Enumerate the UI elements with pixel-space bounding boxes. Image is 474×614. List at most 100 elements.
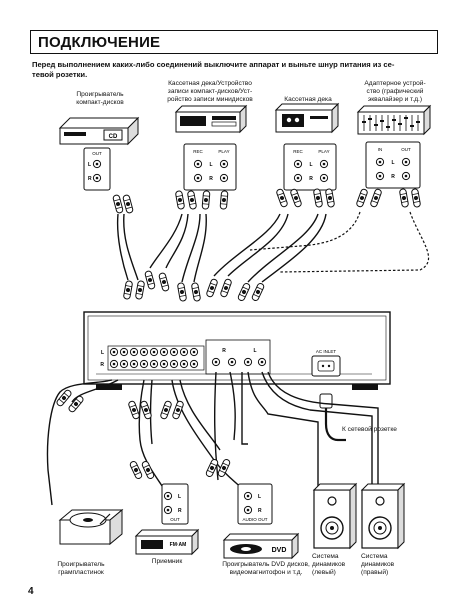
power-outlet-label: К сетевой розетке xyxy=(342,426,397,433)
cd-r-label: R xyxy=(88,176,92,182)
cassette-l-label: L xyxy=(309,162,312,168)
cassette-md-jack-panel xyxy=(183,143,237,191)
page-number: 4 xyxy=(28,586,34,597)
page-title: ПОДКЛЮЧЕНИЕ xyxy=(38,34,161,51)
receiver-jack-panel xyxy=(161,483,189,525)
cassette-rec-l-jack[interactable] xyxy=(293,159,303,169)
cd-out-label: OUT xyxy=(92,151,102,156)
md-play-r-jack[interactable] xyxy=(219,173,229,183)
ac-inlet-label: AC INLET xyxy=(316,349,337,354)
top-plugs xyxy=(112,187,422,215)
receiver-out-l-jack[interactable] xyxy=(163,491,173,501)
adapter-in-label: IN xyxy=(378,147,383,152)
adapter-label-line2: ство (графический xyxy=(366,88,424,95)
cd-out-l-jack[interactable] xyxy=(92,159,102,169)
cassette-play-r-jack[interactable] xyxy=(319,173,329,183)
cd-player-label-line2: компакт-дисков xyxy=(76,99,124,106)
adapter-jack-panel xyxy=(365,141,421,189)
speaker-right-label-line1: Система xyxy=(361,553,388,560)
page-heading-box: ПОДКЛЮЧЕНИЕ xyxy=(30,30,438,54)
terminal-r-label: R xyxy=(222,348,226,354)
md-l-label: L xyxy=(209,162,212,168)
speaker-left-icon xyxy=(312,482,358,550)
cassette-jack-panel xyxy=(283,143,337,191)
adapter-l-label: L xyxy=(391,160,394,166)
cassette-md-label-line1: Кассетная дека/Устройство xyxy=(168,80,252,87)
power-cord xyxy=(319,393,346,442)
dvd-label-line1: Проигрыватель DVD дисков, xyxy=(222,561,310,568)
turntable-label: Проигрыватель грампластинок xyxy=(48,561,114,577)
turntable-label-line1: Проигрыватель xyxy=(57,561,105,568)
adapter-in-l-jack[interactable] xyxy=(375,157,385,167)
cassette-r-label: R xyxy=(309,176,313,182)
amp-input-plugs xyxy=(122,269,266,303)
cassette-play-l-jack[interactable] xyxy=(319,159,329,169)
dvd-label-line2: видеомагнитофон и т.д. xyxy=(229,569,303,576)
adapter-label-line1: Адаптерное устрой- xyxy=(364,80,426,87)
cd-jack-panel xyxy=(83,147,111,191)
adapter-label-line3: эквалайзер и т.д.) xyxy=(367,96,423,103)
cd-player-icon xyxy=(58,116,140,146)
md-rec-l-jack[interactable] xyxy=(193,159,203,169)
bottom-plugs xyxy=(55,388,232,481)
receiver-r-label: R xyxy=(178,508,182,514)
adapter-in-r-jack[interactable] xyxy=(375,171,385,181)
adapter-label: Адаптерное устрой- ство (графический экв… xyxy=(354,80,436,104)
dvd-audio-out-label: AUDIO OUT xyxy=(242,517,267,522)
cd-badge: CD xyxy=(109,134,118,140)
dvd-jack-panel xyxy=(237,483,273,525)
speaker-right-label-line2: динамиков xyxy=(361,561,395,568)
cassette-rec-r-jack[interactable] xyxy=(293,173,303,183)
terminal-l-label: L xyxy=(253,348,256,354)
dvd-player-icon xyxy=(222,532,300,560)
speaker-right-label: Система динамиков (правый) xyxy=(361,553,411,577)
dvd-label: Проигрыватель DVD дисков, видеомагнитофо… xyxy=(218,561,314,577)
amp-l-label: L xyxy=(101,350,104,356)
receiver-out-label: OUT xyxy=(170,517,180,522)
adapter-out-r-jack[interactable] xyxy=(401,171,411,181)
cassette-md-label-line2: записи компакт-дисков/Уст- xyxy=(167,88,253,95)
amp-input-jacks xyxy=(107,345,205,371)
cd-out-r-jack[interactable] xyxy=(92,173,102,183)
md-rec-r-jack[interactable] xyxy=(193,173,203,183)
cassette-play-label: PLAY xyxy=(318,149,329,154)
md-play-l-jack[interactable] xyxy=(219,159,229,169)
speaker-right-icon xyxy=(360,482,406,550)
speaker-right-label-line3: (правый) xyxy=(361,569,389,576)
adapter-dashed-cables xyxy=(249,211,430,273)
turntable-label-line2: грампластинок xyxy=(58,569,104,576)
md-play-label: PLAY xyxy=(218,149,229,154)
receiver-display-badge: FM·AM xyxy=(170,542,187,548)
cd-l-label: L xyxy=(88,162,91,168)
receiver-out-r-jack[interactable] xyxy=(163,505,173,515)
md-r-label: R xyxy=(209,176,213,182)
equalizer-icon xyxy=(356,104,432,136)
receiver-label-line1: Приемник xyxy=(151,558,183,565)
dvd-l-label: L xyxy=(258,494,261,500)
adapter-out-label: OUT xyxy=(401,147,411,152)
speaker-left-label-line2: динамиков xyxy=(312,561,346,568)
adapter-out-l-jack[interactable] xyxy=(401,157,411,167)
cassette-label: Кассетная дека xyxy=(276,96,340,104)
bottom-cables xyxy=(46,371,379,506)
md-rec-label: REC xyxy=(193,149,203,154)
dvd-out-r-jack[interactable] xyxy=(243,505,253,515)
cassette-md-label: Кассетная дека/Устройство записи компакт… xyxy=(158,80,262,104)
cassette-label-line1: Кассетная дека xyxy=(284,96,332,103)
dvd-out-l-jack[interactable] xyxy=(243,491,253,501)
dvd-r-label: R xyxy=(258,508,262,514)
safety-warning: Перед выполнением каких-либо соединений … xyxy=(32,60,442,80)
cd-player-label-line1: Проигрыватель xyxy=(76,91,124,98)
cassette-deck-icon xyxy=(274,102,340,134)
top-cables xyxy=(116,213,327,283)
speaker-terminals xyxy=(205,339,271,375)
turntable-icon xyxy=(58,508,124,546)
dvd-badge: DVD xyxy=(272,547,287,554)
receiver-l-label: L xyxy=(178,494,181,500)
cassette-md-deck-icon xyxy=(174,104,248,134)
speaker-left-label-line1: Система xyxy=(312,553,339,560)
speaker-left-label: Система динамиков (левый) xyxy=(312,553,358,577)
cd-player-label: Проигрыватель компакт-дисков xyxy=(60,91,140,107)
receiver-icon xyxy=(134,528,200,556)
